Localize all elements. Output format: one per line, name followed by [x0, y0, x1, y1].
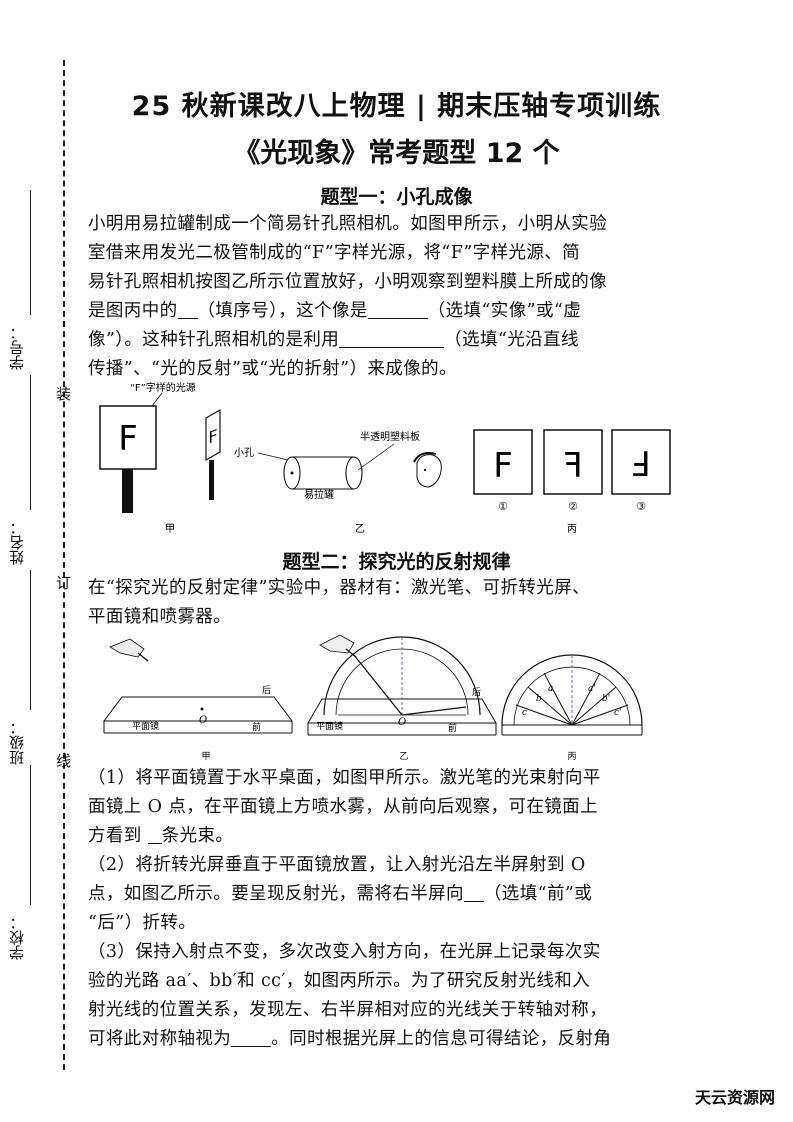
page-subtitle: 《光现象》常考题型 12 个	[233, 138, 560, 169]
binding-mark-ding: 订	[56, 574, 72, 592]
q2-blank[interactable]	[463, 884, 484, 902]
ray-b: b	[536, 694, 542, 704]
student-id-label: 学号：	[8, 325, 26, 370]
q2-line-3: “后”）折转。	[88, 913, 197, 933]
s1-line-4a: 是图丙中的	[88, 301, 178, 321]
ray-c: c	[522, 708, 527, 718]
can-label: 易拉罐	[304, 488, 334, 501]
f-source-board	[99, 405, 157, 470]
caption-yi-1: 乙	[355, 523, 365, 535]
binding-mark-xian: 线	[56, 752, 72, 770]
s1-line-5b: （选填“光沿直线	[444, 330, 579, 350]
s1-line-1: 小明用易拉罐制成一个简易针孔照相机。如图甲所示，小明从实验	[88, 214, 608, 234]
section2-questions: （1）将平面镜置于水平桌面，如图甲所示。激光笔的光束射向平 面镜上 O 点，在平…	[88, 764, 710, 1054]
s1-line-3: 易针孔照相机按图乙所示位置放好，小明观察到塑料膜上所成的像	[88, 272, 608, 292]
f-letter-side: F	[208, 426, 217, 448]
q1-blank[interactable]	[147, 826, 162, 844]
back-label-1: 后	[262, 685, 271, 696]
hole-label: 小孔	[234, 447, 254, 459]
mirror-label-2: 平面镜	[316, 720, 343, 732]
front-label-1: 前	[252, 721, 261, 733]
q3-line-2: 验的光路 aa′、bb′和 cc′，如图丙所示。为了研究反射光线和入	[88, 971, 591, 991]
option-letter-3: F	[631, 442, 651, 482]
section1-heading: 题型一：小孔成像	[320, 186, 473, 208]
option-letter-1: F	[493, 446, 513, 486]
binding-mark-zhuang: 装	[56, 385, 72, 403]
option-box-3	[611, 429, 671, 495]
page-title: 25 秋新课改八上物理 | 期末压轴专项训练	[131, 91, 662, 122]
option-label-3: ③	[636, 500, 646, 513]
caption-jia-2: 甲	[201, 751, 210, 762]
back-label-2: 后	[472, 687, 481, 698]
footer-brand: 天云资源网	[694, 1088, 775, 1107]
caption-yi-2: 乙	[399, 751, 408, 762]
source-label: “F”字样的光源	[130, 381, 196, 394]
class-label: 班级：	[8, 720, 26, 765]
ray-a: a	[548, 684, 553, 694]
point-o-2: O	[398, 717, 406, 728]
ray-a-prime: a'	[588, 684, 596, 694]
caption-bing-2: 丙	[567, 751, 576, 762]
caption-bing-1: 丙	[567, 524, 577, 535]
student-id-line[interactable]	[30, 190, 31, 315]
s1-line-6: 传播”、“光的反射”或“光的折射”）来成像的。	[88, 359, 457, 379]
f-letter-front: F	[118, 419, 138, 459]
source-stand	[122, 469, 133, 513]
q3-line-3: 射光线的位置关系，发现左、右半屏相对应的光线关于转轴对称，	[88, 1000, 608, 1020]
mirror-label-1: 平面镜	[132, 720, 159, 732]
point-o-1: O	[199, 715, 207, 726]
s1-line-4c: （选填“实像”或“虚	[427, 301, 582, 321]
q3-blank[interactable]	[231, 1029, 272, 1047]
film-label: 半透明塑料板	[360, 430, 420, 443]
s1-line-2: 室借来用发光二极管制成的“F”字样光源，将“F”字样光源、简	[88, 243, 581, 263]
q1-line-1: （1）将平面镜置于水平桌面，如图甲所示。激光笔的光束射向平	[88, 768, 601, 788]
binding-dashed-line	[63, 60, 65, 1070]
class-line[interactable]	[30, 570, 31, 710]
q1-line-3a: 方看到	[88, 826, 142, 846]
q2-line-1: （2）将折转光屏垂直于平面镜放置，让入射光沿左半屏射到 O	[88, 855, 586, 875]
front-label-2: 前	[448, 722, 457, 734]
option-letter-2: F	[563, 446, 583, 486]
s1-blank-1[interactable]	[177, 301, 198, 319]
s2-intro-1: 在“探究光的反射定律”实验中，器材有：激光笔、可折转光屏、	[88, 578, 590, 598]
pinhole-camera-figure: “F”字样的光源 F 甲 F 小孔 易拉罐 半透明塑料板 乙 F ① F ② F…	[99, 381, 671, 535]
reflection-experiment-figure: 平面镜 后 前 O 甲 平面镜 后 前 O 乙 a b c a' b' c' 丙	[103, 634, 643, 762]
caption-jia-1: 甲	[165, 524, 175, 535]
option-label-1: ①	[498, 500, 508, 513]
s2-intro-2: 平面镜和喷雾器。	[88, 607, 232, 627]
option-label-2: ②	[568, 500, 578, 513]
ray-c-prime: c'	[614, 708, 622, 718]
school-label: 学校：	[8, 915, 26, 960]
s1-line-4b: （填序号），这个像是	[197, 301, 368, 321]
q3-line-4b: 。同时根据光屏上的信息可得结论，反射角	[271, 1029, 612, 1049]
q2-line-2a: 点，如图乙所示。要呈现反射光，需将右半屏向	[88, 884, 464, 904]
s1-line-5a: 像”）。这种针孔照相机的是利用	[88, 330, 340, 350]
option-box-2	[543, 429, 603, 495]
q3-line-4a: 可将此对称轴视为	[88, 1029, 232, 1049]
s1-blank-3[interactable]	[339, 330, 445, 348]
q1-line-3b: 条光束。	[161, 826, 234, 846]
section1-question: 小明用易拉罐制成一个简易针孔照相机。如图甲所示，小明从实验 室借来用发光二极管制…	[88, 210, 710, 384]
name-line[interactable]	[30, 375, 31, 510]
section2-intro: 在“探究光的反射定律”实验中，器材有：激光笔、可折转光屏、 平面镜和喷雾器。	[88, 574, 710, 632]
q1-line-2: 面镜上 O 点，在平面镜上方喷水雾，从前向后观察，可在镜面上	[88, 797, 598, 817]
option-box-1	[473, 429, 533, 495]
section2-heading: 题型二：探究光的反射规律	[282, 551, 511, 573]
ray-b-prime: b'	[602, 694, 610, 704]
s1-blank-2[interactable]	[367, 301, 428, 319]
q3-line-1: （3）保持入射点不变，多次改变入射方向，在光屏上记录每次实	[88, 942, 601, 962]
school-line[interactable]	[30, 765, 31, 905]
q2-line-2b: （选填“前”或	[483, 884, 593, 904]
